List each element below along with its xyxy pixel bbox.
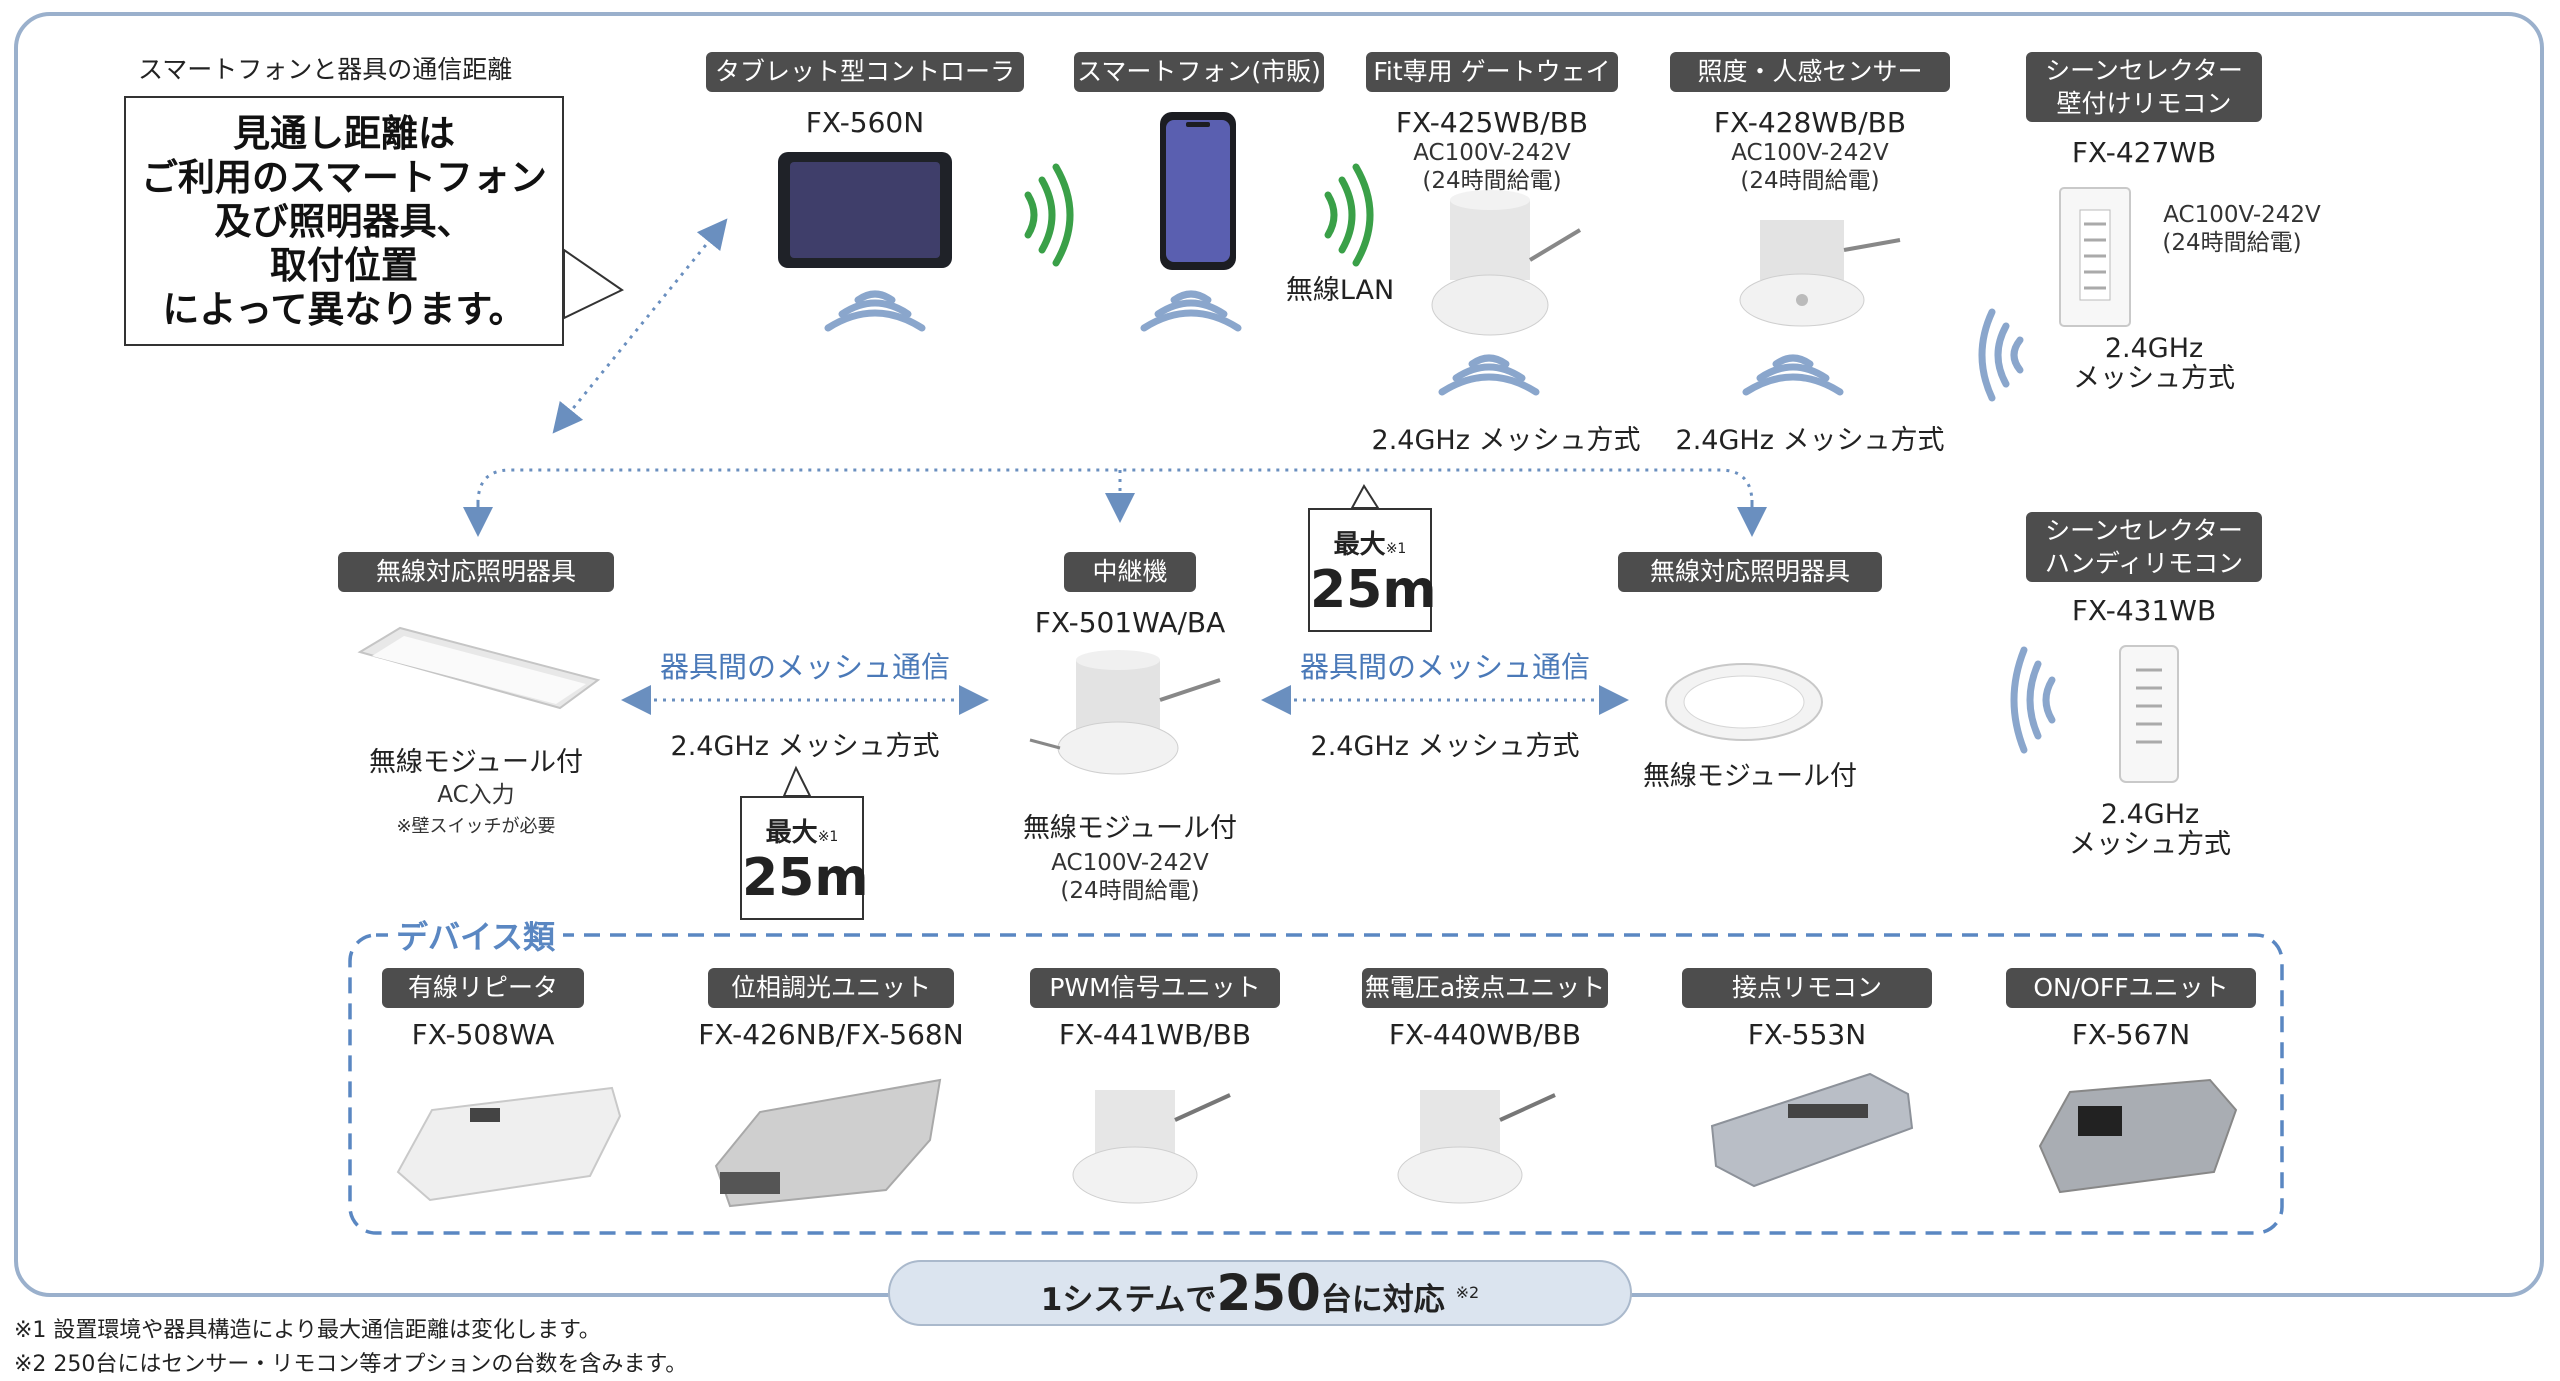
- device-model: FX-426NB/FX-568N: [698, 1018, 964, 1051]
- mesh-comm-right: 器具間のメッシュ通信: [1299, 650, 1590, 684]
- device-label: 有線リピータ: [382, 968, 584, 1008]
- device-image-contact: [1397, 1090, 1556, 1204]
- device-label: ON/OFFユニット: [2006, 968, 2256, 1008]
- device-model: FX-553N: [1747, 1018, 1867, 1051]
- callout-line: ご利用のスマートフォン: [141, 156, 547, 199]
- mesh-right: 2.4GHz メッシュ方式: [1310, 731, 1580, 762]
- device-label: 位相調光ユニット: [708, 968, 954, 1008]
- mesh-left: 2.4GHz メッシュ方式: [670, 731, 940, 762]
- repeater-module: 無線モジュール付: [1022, 813, 1238, 844]
- wall-remote-label: シーンセレクター 壁付けリモコン: [2026, 52, 2262, 122]
- gateway-mesh: 2.4GHz メッシュ方式: [1371, 425, 1641, 456]
- wave-blue-icon: [824, 290, 2056, 754]
- footnote: ※2 250台にはセンサー・リモコン等オプションの台数を含みます。: [14, 1352, 688, 1377]
- device-image-pwm: [1072, 1090, 1231, 1204]
- devices-box: [348, 933, 2284, 1235]
- max-distance-badge: 最大※1 25m: [740, 796, 869, 920]
- gateway-power: AC100V-242V: [1413, 140, 1571, 166]
- callout-header: スマートフォンと器具の通信距離: [138, 55, 513, 84]
- wall-remote-image: [2059, 187, 2131, 327]
- wall-remote-mesh: 2.4GHz メッシュ方式: [2073, 333, 2235, 394]
- devices-title: デバイス類: [388, 912, 564, 958]
- downlight-image: [1665, 663, 1823, 741]
- tablet-image: [778, 152, 952, 268]
- device-model: FX-567N: [2071, 1018, 2191, 1051]
- callout-pointer: [563, 248, 624, 320]
- callout-line: 見通し距離は: [233, 112, 455, 155]
- device-image-onoff: [2038, 1078, 2238, 1194]
- sensor-power: AC100V-242V: [1731, 140, 1889, 166]
- handy-remote-label: シーンセレクター ハンディリモコン: [2026, 512, 2262, 582]
- device-image-repeater: [396, 1086, 622, 1202]
- gateway-image: [1431, 190, 1582, 336]
- callout-box: 見通し距離は ご利用のスマートフォン 及び照明器具、 取付位置 によって異なりま…: [124, 96, 564, 346]
- mesh-trunk-line: [476, 468, 1754, 504]
- sensor-image: [1739, 220, 1901, 327]
- sensor-mesh: 2.4GHz メッシュ方式: [1675, 425, 1945, 456]
- left-fixture-module: 無線モジュール付: [368, 747, 584, 778]
- footnote: ※1 設置環境や器具構造により最大通信距離は変化します。: [14, 1318, 601, 1343]
- device-label: 接点リモコン: [1682, 968, 1932, 1008]
- mesh-comm-left: 器具間のメッシュ通信: [659, 650, 950, 684]
- wall-remote-model: FX-427WB: [2071, 136, 2217, 169]
- max-distance-badge: 最大※1 25m: [1308, 508, 1437, 632]
- handy-remote-image: [2119, 645, 2179, 783]
- linear-fixture-image: [357, 626, 601, 710]
- gateway-label: Fit専用 ゲートウェイ: [1366, 52, 1618, 92]
- repeater-model: FX-501WA/BA: [1034, 606, 1226, 639]
- wifi-green-icon: [1024, 163, 1374, 267]
- handy-remote-model: FX-431WB: [2071, 594, 2217, 627]
- repeater-image: [1029, 650, 1221, 775]
- right-fixture-module: 無線モジュール付: [1642, 761, 1858, 792]
- callout-line: によって異なります。: [162, 288, 526, 331]
- device-model: FX-508WA: [411, 1018, 555, 1051]
- sensor-model: FX-428WB/BB: [1713, 106, 1907, 139]
- tablet-model: FX-560N: [805, 106, 925, 139]
- smartphone-image: [1160, 112, 1236, 270]
- left-fixture-label: 無線対応照明器具: [338, 552, 614, 592]
- wall-remote-power: AC100V-242V: [2163, 202, 2321, 228]
- wireless-lan-label: 無線LAN: [1285, 275, 1395, 306]
- handy-remote-mesh: 2.4GHz メッシュ方式: [2069, 799, 2231, 860]
- right-fixture-label: 無線対応照明器具: [1618, 552, 1882, 592]
- sensor-power-note: (24時間給電): [1740, 168, 1880, 194]
- system-capacity: 1システムで250台に対応 ※2: [888, 1260, 1632, 1326]
- device-label: 無電圧a接点ユニット: [1362, 968, 1608, 1008]
- gateway-model: FX-425WB/BB: [1395, 106, 1589, 139]
- callout-line: 取付位置: [270, 244, 418, 287]
- sensor-label: 照度・人感センサー: [1670, 52, 1950, 92]
- tablet-label: タブレット型コントローラ: [706, 52, 1024, 92]
- device-label: PWM信号ユニット: [1030, 968, 1280, 1008]
- left-fixture-note: ※壁スイッチが必要: [396, 816, 556, 837]
- gateway-power-note: (24時間給電): [1422, 168, 1562, 194]
- device-model: FX-440WB/BB: [1388, 1018, 1582, 1051]
- repeater-power-note: (24時間給電): [1060, 878, 1200, 904]
- repeater-label: 中継機: [1064, 552, 1196, 592]
- device-model: FX-441WB/BB: [1058, 1018, 1252, 1051]
- left-fixture-ac: AC入力: [437, 782, 515, 808]
- smartphone-label: スマートフォン(市販): [1074, 52, 1324, 92]
- distance-arrow: [552, 218, 728, 434]
- wall-remote-power-note: (24時間給電): [2162, 230, 2302, 256]
- callout-line: 及び照明器具、: [214, 200, 474, 243]
- device-image-contact-remote: [1710, 1072, 1914, 1188]
- device-image-phase: [714, 1078, 942, 1208]
- repeater-power: AC100V-242V: [1051, 850, 1209, 876]
